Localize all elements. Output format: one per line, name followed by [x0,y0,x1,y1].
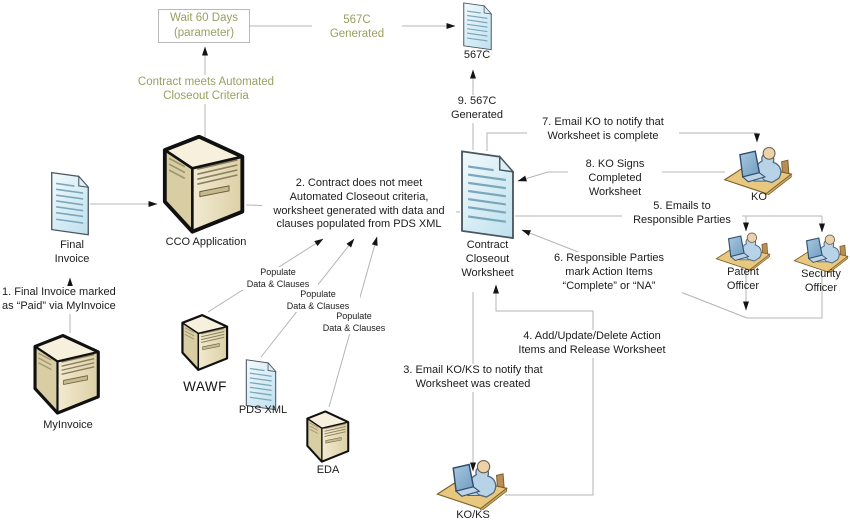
node-label-myinvoice: MyInvoice [43,419,93,431]
person-koks-icon [436,459,508,510]
step6-label: 6. Responsible Parties mark Action Items… [536,252,682,294]
node-label-security-officer: Security Officer [801,268,841,294]
document-final-invoice-icon [51,171,89,236]
document-worksheet-icon [461,150,514,240]
node-label-final-invoice: Final Invoice [54,239,90,265]
node-label-koks: KO/KS [456,509,490,521]
node-label-ko: KO [751,191,767,203]
step1-label: 1. Final Invoice marked as “Paid” via My… [2,286,134,314]
step2-label: 2. Contract does not meet Automated Clos… [262,177,456,232]
node-label-contract-closeout-worksheet: Contract Closeout Worksheet [461,239,514,279]
server-eda-icon [306,410,350,463]
populate-data-clauses-label-3: Populate Data & Clauses [312,311,396,335]
node-label-eda: EDA [316,464,340,476]
node-label-pds-xml: PDS XML [238,404,288,416]
step3-label: 3. Email KO/KS to notify that Worksheet … [397,364,549,392]
wait-60-days-label: Wait 60 Days (parameter) [170,12,238,39]
node-label-567c: 567C [463,49,491,61]
step5-label: 5. Emails to Responsible Parties [622,200,742,228]
server-wawf-icon [181,313,229,372]
step4-label: 4. Add/Update/Delete Action Items and Re… [510,330,674,358]
label-567c-generated: 567C Generated [312,13,402,42]
label-contract-meets-criteria: Contract meets Automated Closeout Criter… [128,75,284,104]
node-label-patent-officer: Patent Officer [726,266,760,292]
step7-label: 7. Email KO to notify that Worksheet is … [527,116,679,144]
server-cco-icon [165,137,243,232]
populate-data-clauses-label-2: Populate Data & Clauses [276,289,360,313]
step8-label: 8. KO Signs Completed Worksheet [568,158,662,200]
person-ko-icon [723,146,793,195]
populate-data-clauses-label-1: Populate Data & Clauses [238,267,318,291]
node-label-wawf: WAWF [183,379,227,394]
document-pds-xml-icon [245,359,277,411]
step9-label: 9. 567C Generated [441,95,513,123]
wait-60-days-box: Wait 60 Days (parameter) [158,9,250,43]
document-567c-icon [463,2,492,51]
server-myinvoice-icon [33,334,100,415]
node-label-cco-application: CCO Application [165,236,247,248]
